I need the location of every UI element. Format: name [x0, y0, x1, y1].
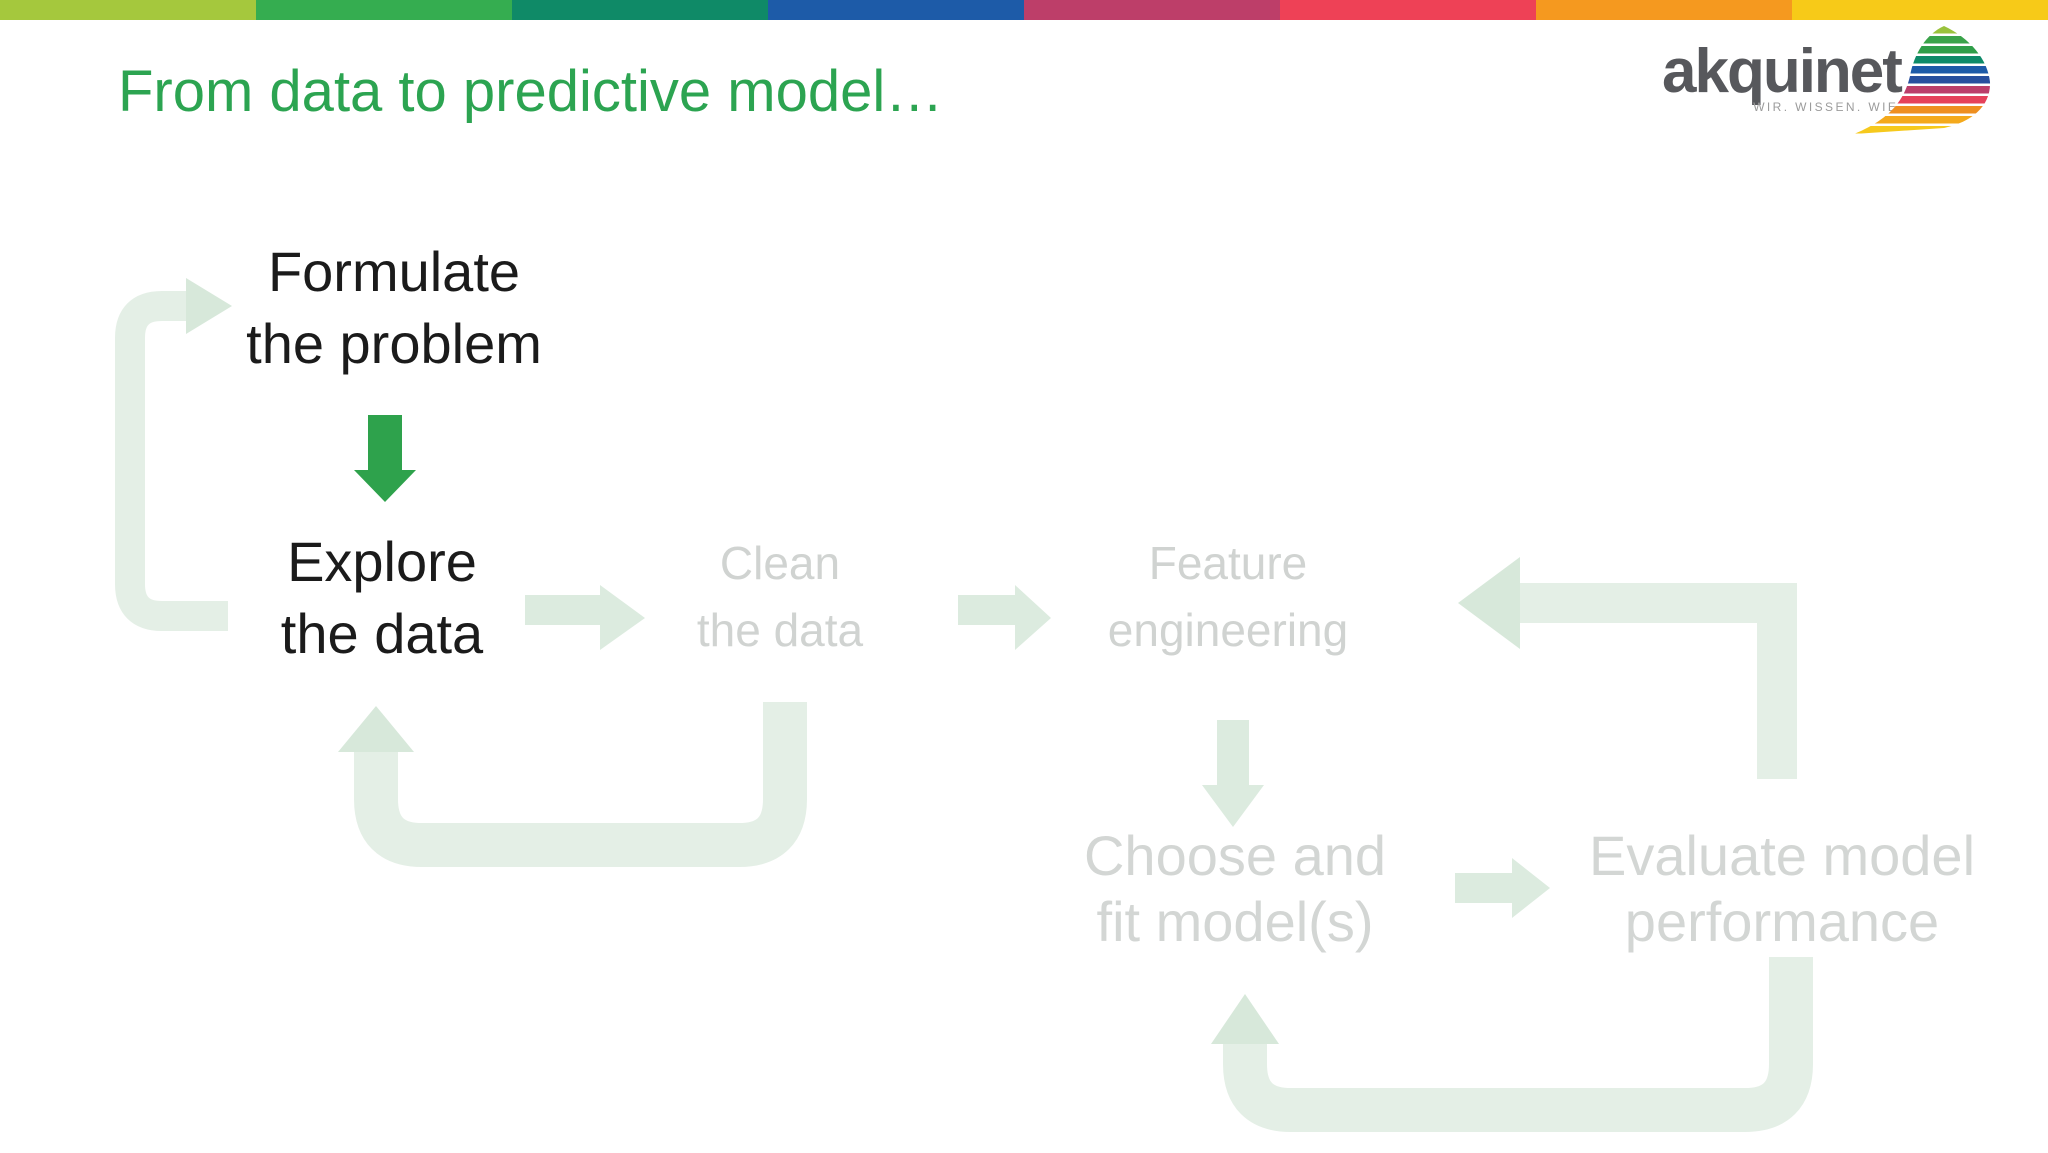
step-clean-the-data: Clean the data: [697, 530, 863, 664]
step-label-line: Choose and: [1083, 824, 1387, 887]
step-label-line: engineering: [1107, 604, 1349, 656]
stripe-segment: [1536, 0, 1792, 20]
arrow-choose-to-evaluate-icon: [1455, 858, 1550, 918]
step-label-line: Formulate: [267, 240, 521, 303]
step-label-line: the problem: [246, 312, 542, 375]
akquinet-logo-tagline: WIR. WISSEN. WIE.: [1753, 100, 1904, 114]
stripe-segment: [512, 0, 768, 20]
step-label-line: the data: [280, 602, 484, 665]
loop-explore-to-formulate: [115, 291, 228, 631]
akquinet-sail-icon: [1854, 26, 1991, 134]
step-label-line: Evaluate model: [1588, 824, 1976, 887]
stripe-segment: [0, 0, 256, 20]
step-choose-and-fit-models: Choose and fit model(s): [1084, 823, 1386, 955]
loop-clean-to-explore: [354, 702, 807, 867]
step-formulate-the-problem: Formulate the problem: [246, 236, 542, 380]
loop-evaluate-to-choose: [1223, 957, 1813, 1132]
step-explore-the-data: Explore the data: [281, 526, 483, 670]
step-label-line: Feature: [1148, 537, 1308, 589]
loop-evaluate-to-choose-arrowhead-icon: [1211, 994, 1279, 1044]
loop-evaluate-to-feature-arrowhead-icon: [1458, 557, 1520, 649]
step-label-line: Explore: [287, 530, 477, 593]
loop-evaluate-to-feature: [1520, 583, 1797, 779]
top-color-stripe: [0, 0, 2048, 20]
step-label-line: the data: [696, 604, 864, 656]
stripe-segment: [1792, 0, 2048, 20]
step-evaluate-model-performance: Evaluate model performance: [1589, 823, 1975, 955]
loop-explore-to-formulate-arrowhead-icon: [186, 278, 232, 334]
arrow-explore-to-clean-icon: [525, 585, 645, 650]
arrow-clean-to-feature-icon: [958, 585, 1051, 650]
step-feature-engineering: Feature engineering: [1108, 530, 1348, 664]
arrow-feature-to-choose-icon: [1202, 720, 1264, 827]
stripe-segment: [1280, 0, 1536, 20]
loop-clean-to-explore-arrowhead-icon: [338, 706, 414, 752]
step-label-line: performance: [1624, 890, 1940, 953]
stripe-segment: [256, 0, 512, 20]
arrow-formulate-to-explore-icon: [354, 415, 416, 502]
step-label-line: Clean: [719, 537, 841, 589]
slide-title: From data to predictive model…: [118, 59, 944, 124]
stripe-segment: [1024, 0, 1280, 20]
stripe-segment: [768, 0, 1024, 20]
akquinet-logo-wordmark: akquinet: [1662, 37, 1903, 106]
step-label-line: fit model(s): [1096, 890, 1374, 953]
